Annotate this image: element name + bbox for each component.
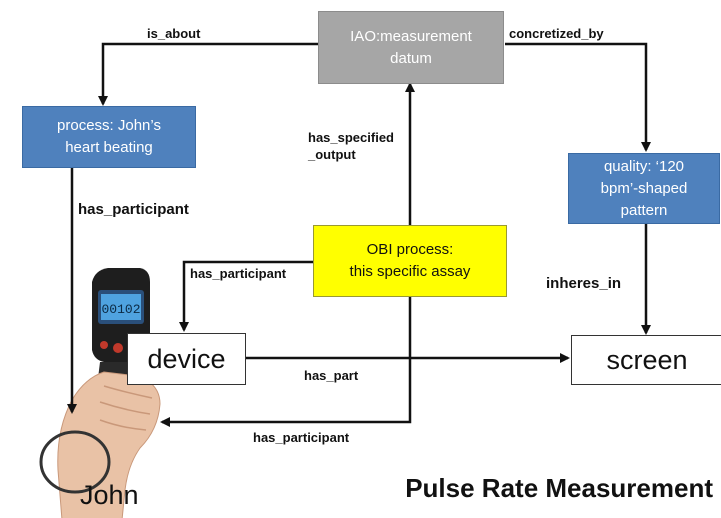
edge-has-participant-hand	[160, 297, 412, 427]
label-has-part: has_part	[304, 368, 359, 383]
edge-concretized-by	[505, 42, 651, 152]
label-has-participant-device: has_participant	[190, 266, 287, 281]
node-heart-beating: process: John’s heart beating	[22, 106, 196, 168]
node-screen: screen	[571, 335, 721, 385]
node-obi-process: OBI process: this specific assay	[313, 225, 507, 297]
label-has-specified-output: has_specified _output	[308, 130, 394, 162]
label-is-about: is_about	[147, 26, 201, 41]
device-display-readout: 00102	[101, 302, 140, 317]
diagram-title: Pulse Rate Measurement	[405, 473, 713, 503]
person-label-john: John	[80, 480, 139, 510]
node-measurement-datum: IAO:measurement datum	[318, 11, 504, 84]
label-inheres-in: inheres_in	[546, 275, 622, 292]
node-device: device	[127, 333, 246, 385]
hand-illustration	[39, 371, 161, 518]
edge-is-about	[98, 42, 318, 106]
label-concretized-by: concretized_by	[509, 26, 604, 41]
node-quality-pattern: quality: ‘120 bpm’-shaped pattern	[568, 153, 720, 224]
edge-has-participant-device	[179, 260, 313, 332]
label-has-participant-hand: has_participant	[253, 430, 350, 445]
label-has-participant-john: has_participant	[78, 201, 189, 218]
